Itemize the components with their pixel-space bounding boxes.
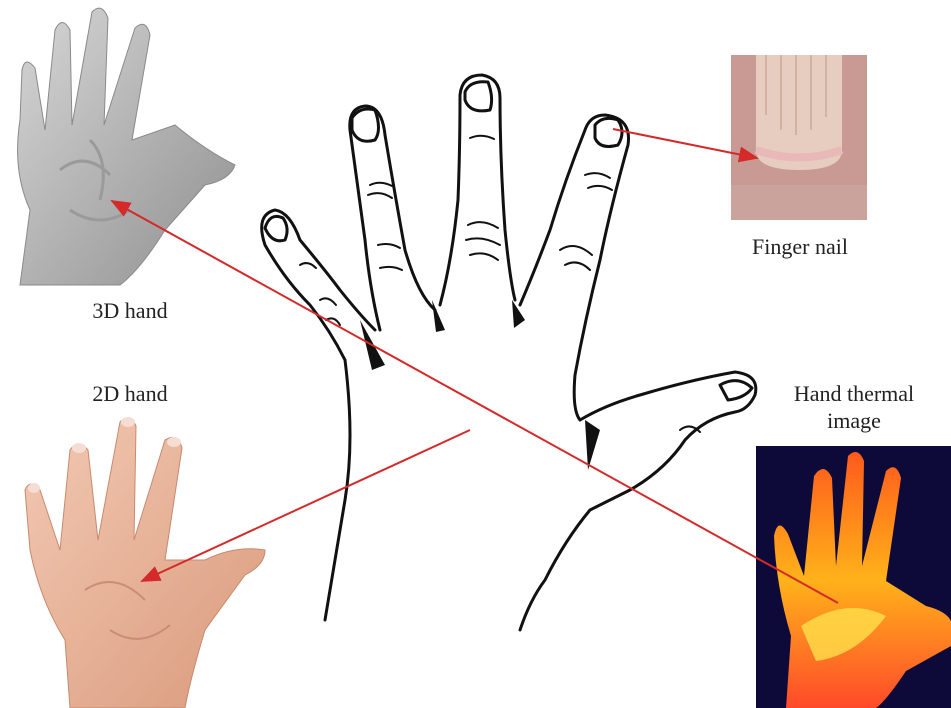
label-3d-hand: 3D hand bbox=[60, 297, 200, 324]
label-2d-hand: 2D hand bbox=[60, 380, 200, 407]
label-finger-nail: Finger nail bbox=[730, 233, 870, 260]
label-thermal-image: Hand thermal image bbox=[764, 380, 944, 434]
label-thermal-line2: image bbox=[764, 407, 944, 434]
label-thermal-line1: Hand thermal bbox=[764, 380, 944, 407]
